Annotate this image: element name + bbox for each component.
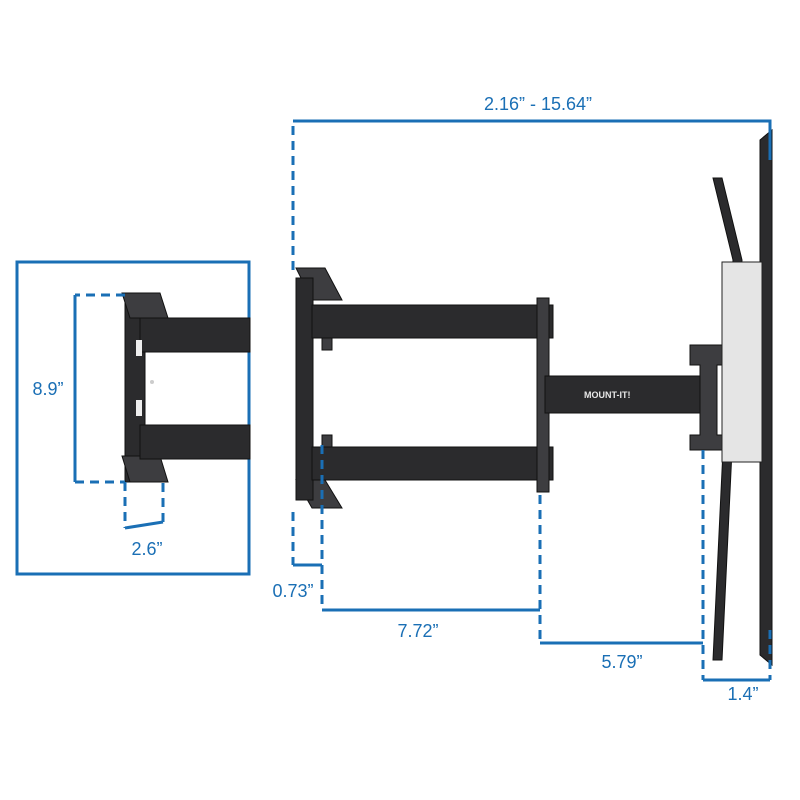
depth-dim-line <box>124 520 164 530</box>
lower-arm <box>311 446 554 481</box>
wall-plate-inset: 8.9” 2.6” <box>15 260 251 576</box>
plate-offset-label: 0.73” <box>272 581 313 601</box>
extension-range-label: 2.16” - 15.64” <box>484 94 592 114</box>
first-arm-label: 7.72” <box>397 621 438 641</box>
mount-arm-assembly: MOUNT-IT! <box>295 128 773 667</box>
brand-logo: MOUNT-IT! <box>584 390 631 400</box>
wall-plate-depth-label: 2.6” <box>131 539 162 559</box>
wall-plate-height-label: 8.9” <box>32 379 63 399</box>
inset-wall-plate <box>121 292 251 483</box>
upper-arm <box>311 304 554 339</box>
wall-plate <box>295 277 314 501</box>
second-arm <box>544 375 718 414</box>
tv-plate <box>721 261 763 463</box>
inset-frame <box>15 260 251 576</box>
tv-bracket-label: 1.4” <box>727 684 758 704</box>
extension-dim-line <box>293 119 772 160</box>
second-arm-label: 5.79” <box>601 652 642 672</box>
tv-rail-right <box>759 128 773 667</box>
